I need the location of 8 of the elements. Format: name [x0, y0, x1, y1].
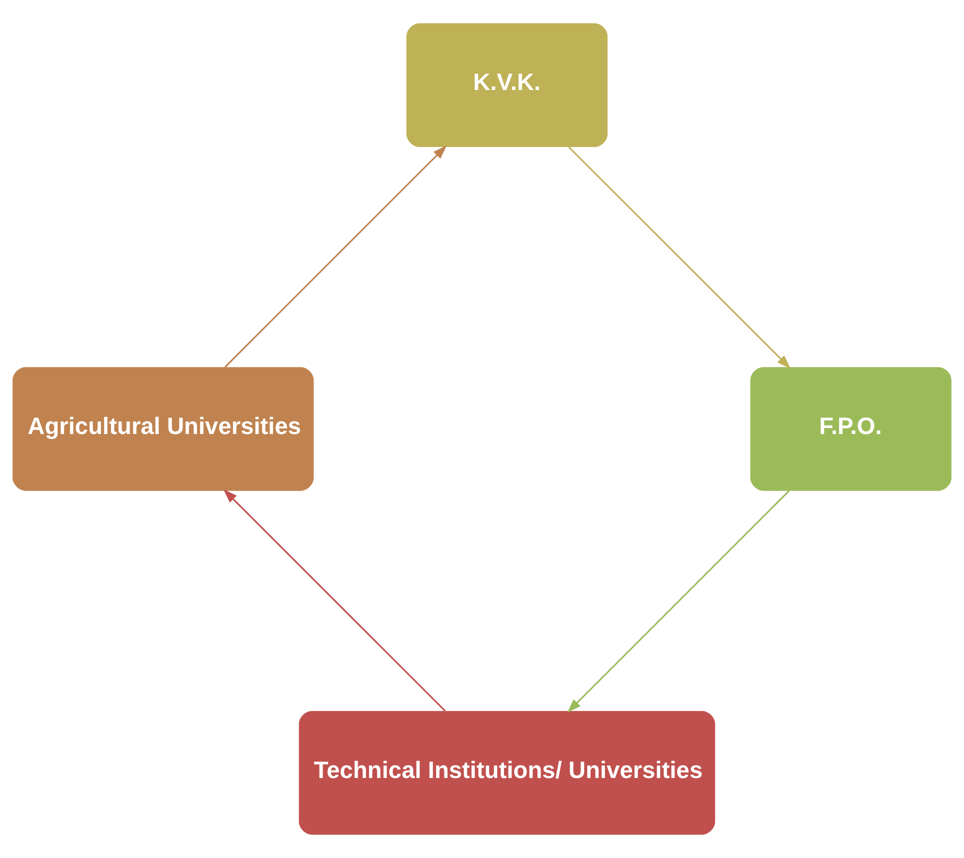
- arrow: [223, 489, 446, 712]
- arrow: [568, 146, 791, 369]
- arrow: [224, 145, 447, 368]
- arrow: [567, 490, 790, 713]
- node-box: F.P.O.: [750, 367, 952, 491]
- node-box: Technical Institutions/ Universities: [298, 711, 716, 835]
- node-box: K.V.K.: [406, 23, 608, 147]
- node-box: Agricultural Universities: [12, 367, 314, 491]
